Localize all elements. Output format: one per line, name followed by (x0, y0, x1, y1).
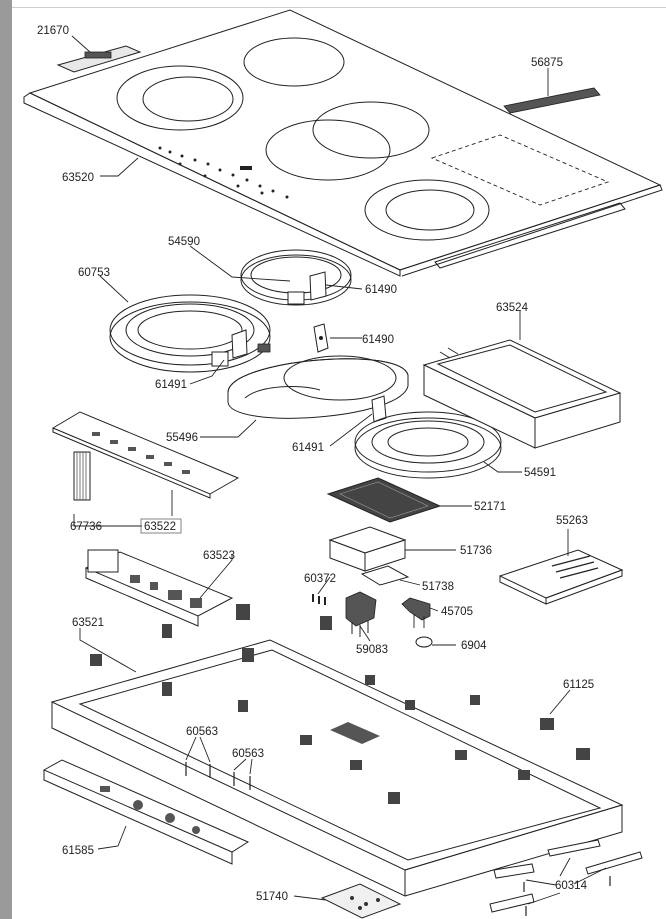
coil-54591-drawing (354, 411, 502, 479)
label-60563-left: 60563 (186, 726, 218, 738)
label-21670: 21670 (37, 25, 69, 37)
label-45705: 45705 (441, 606, 473, 618)
ring-6904-drawing (415, 636, 433, 648)
control-strip-drawing (503, 87, 601, 114)
label-61585: 61585 (62, 845, 94, 857)
coil-60753-drawing (109, 294, 271, 373)
label-60563-right: 60563 (232, 748, 264, 760)
label-61125: 61125 (563, 679, 594, 691)
label-61490-mid: 61490 (362, 334, 394, 346)
bracket-part-drawing (56, 45, 142, 73)
label-63522: 63522 (144, 521, 176, 533)
label-55263: 55263 (556, 515, 588, 527)
label-6904: 6904 (461, 640, 487, 652)
glass-cooktop-drawing (23, 9, 663, 277)
board-63523-drawing (84, 549, 234, 627)
label-51738: 51738 (422, 581, 454, 593)
plate-51738-drawing (360, 565, 410, 586)
label-51740: 51740 (256, 891, 288, 903)
manual-55263-drawing (498, 549, 624, 605)
board-63522-drawing (51, 411, 240, 499)
coil-55496-drawing (227, 355, 409, 423)
label-59083: 59083 (356, 644, 388, 656)
front-panel-61585-drawing (42, 759, 250, 865)
clip-parts-drawing (90, 604, 590, 760)
label-60753: 60753 (78, 267, 110, 279)
coil-54590-drawing (240, 249, 352, 306)
label-52171: 52171 (474, 501, 506, 513)
box-63524-drawing (422, 339, 622, 449)
label-63523: 63523 (203, 550, 235, 562)
label-63524: 63524 (496, 302, 529, 314)
label-67736: 67736 (70, 521, 102, 533)
label-61491-right: 61491 (292, 442, 324, 454)
label-63520: 63520 (62, 172, 94, 184)
label-61491-left: 61491 (155, 379, 187, 391)
top-divider (12, 7, 666, 8)
posts-60563-drawing (185, 762, 251, 790)
screws-60372-drawing (312, 594, 326, 605)
bracket-61490-drawing (313, 323, 329, 353)
label-60372: 60372 (304, 573, 336, 585)
plate-51740-drawing (320, 883, 402, 919)
label-61490-top: 61490 (365, 284, 397, 296)
label-51736: 51736 (460, 545, 492, 557)
label-56875: 56875 (531, 57, 563, 69)
label-54590: 54590 (168, 236, 200, 248)
ribbon-cable-drawing (73, 451, 91, 501)
label-55496: 55496 (166, 432, 198, 444)
pad-52171-drawing (326, 477, 442, 523)
part-45705-drawing (401, 597, 431, 628)
label-60314: 60314 (555, 880, 588, 892)
housing-51736-drawing (328, 526, 407, 572)
label-63522-box (140, 518, 182, 534)
left-scrollbar-edge (0, 0, 12, 919)
tray-63521-drawing (50, 639, 624, 897)
part-59083-drawing (345, 591, 377, 637)
part-labels: 21670 56875 63520 54590 60753 61490 6149… (37, 25, 594, 903)
feet-60314-drawing (489, 839, 643, 916)
leader-lines (71, 35, 607, 905)
label-54591: 54591 (524, 467, 556, 479)
label-63521: 63521 (72, 617, 104, 629)
